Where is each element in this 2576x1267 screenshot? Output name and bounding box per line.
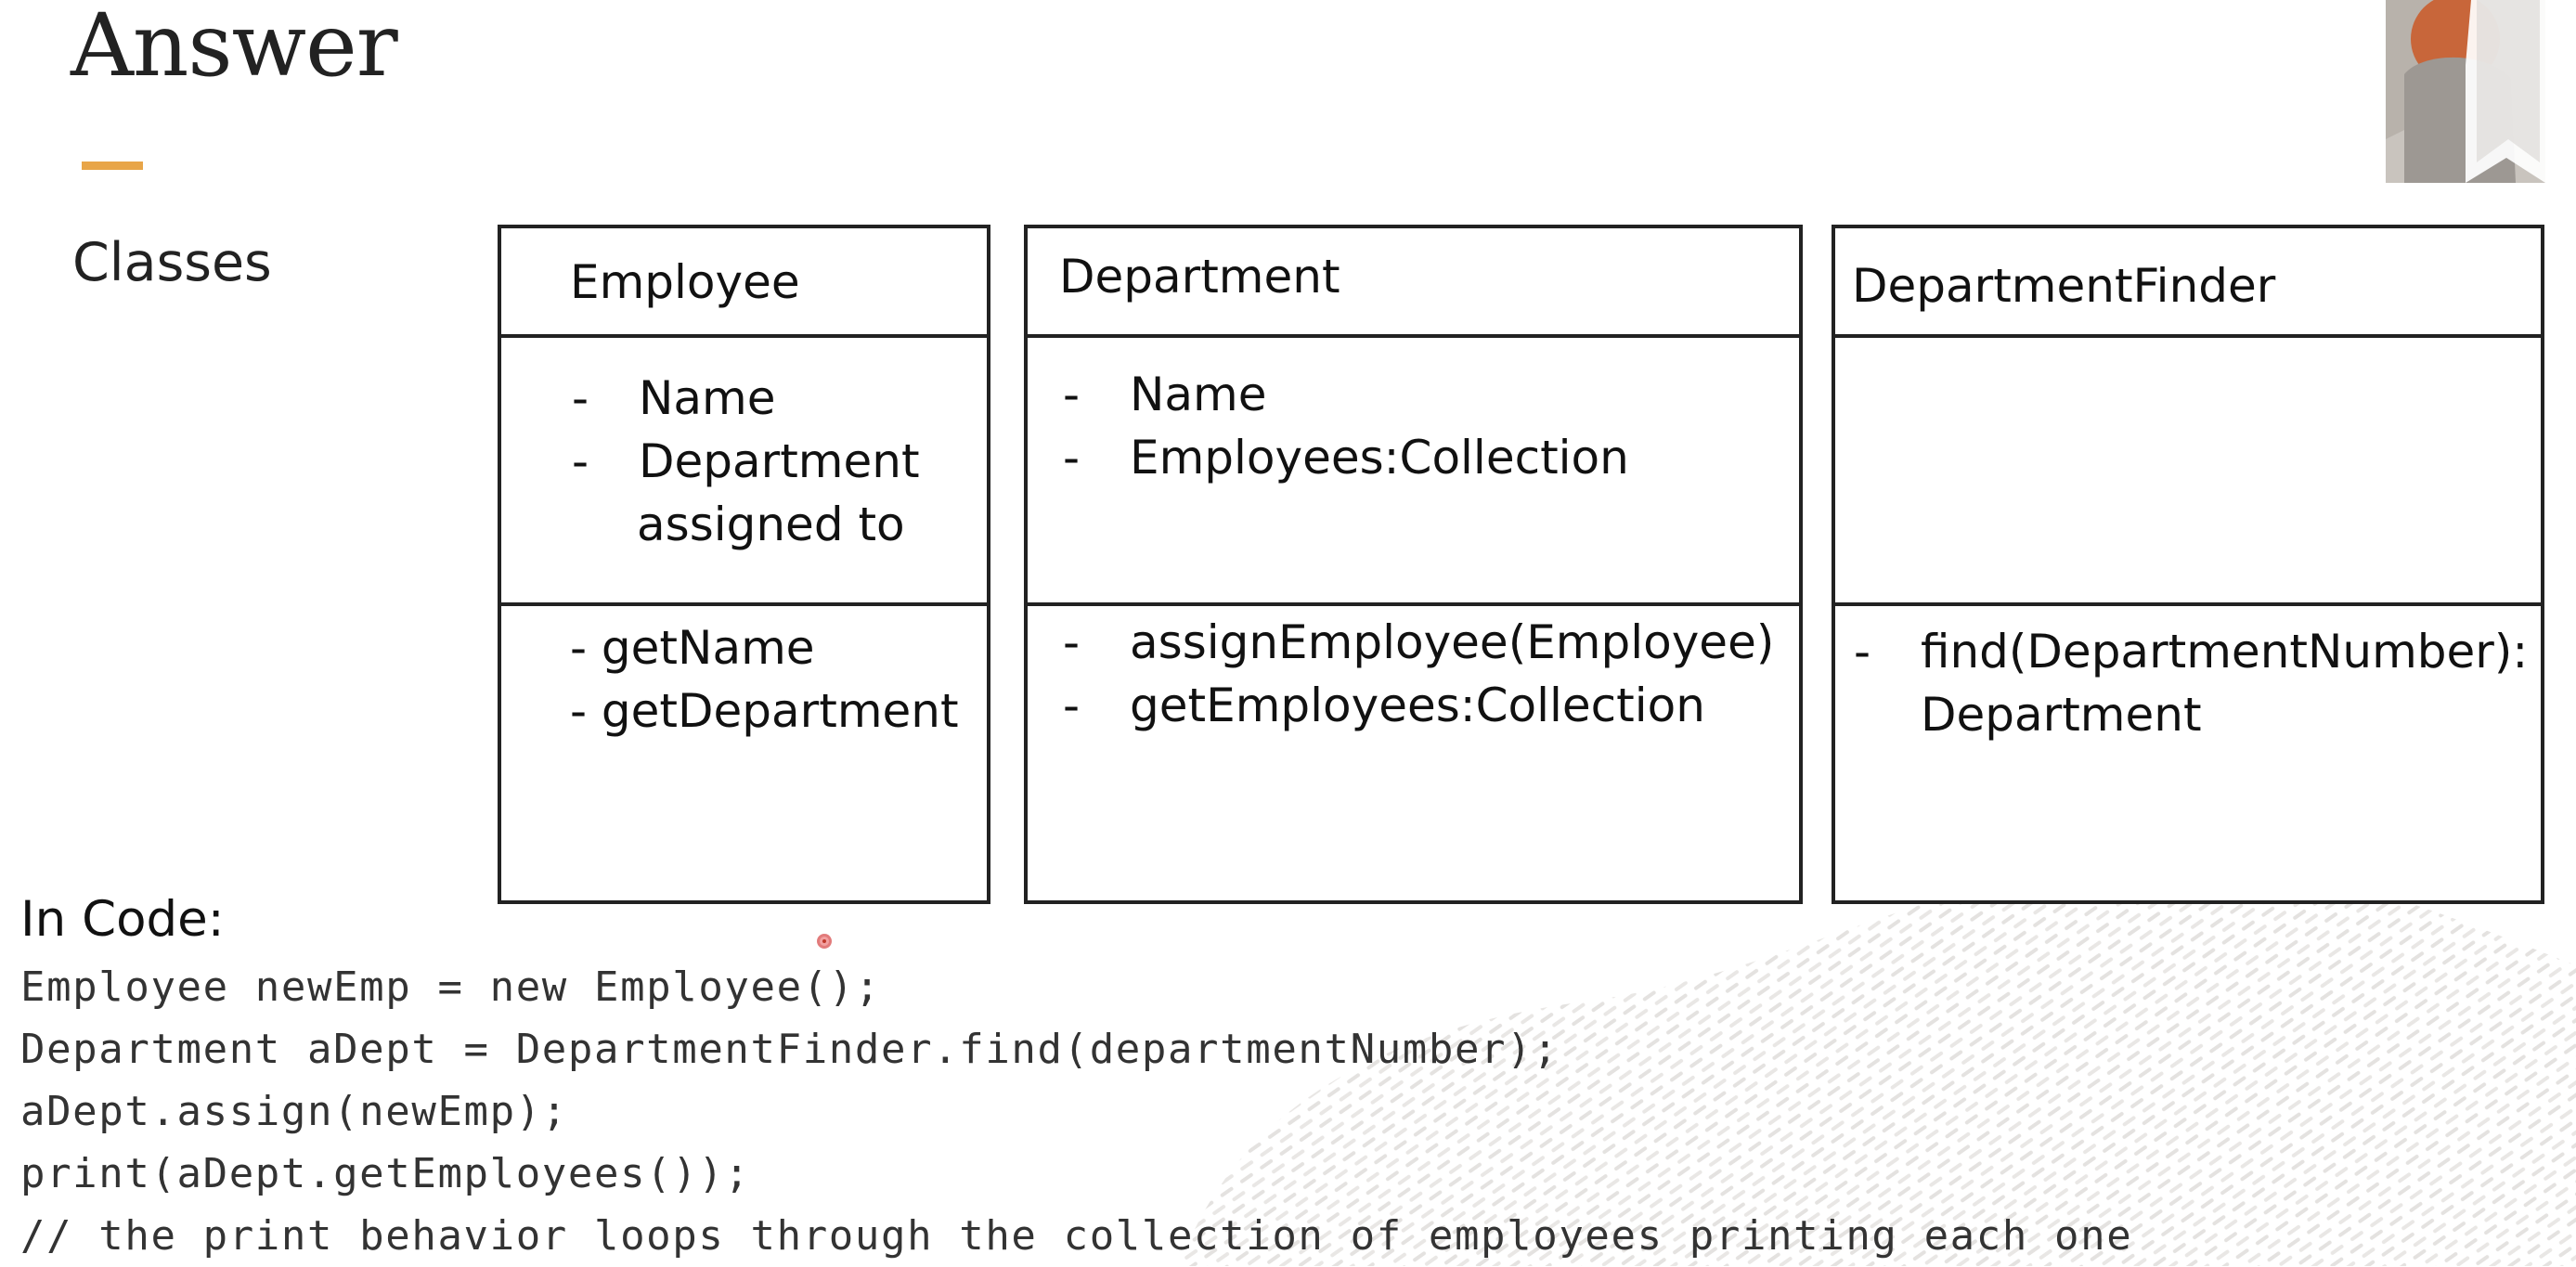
class-methods: - getName - getDepartment [501, 606, 987, 900]
class-name: Department [1059, 250, 1340, 304]
method-text: assignEmployee(Employee) [1130, 615, 1775, 669]
list-dash: - [572, 371, 589, 425]
class-attributes: - Name - Department assigned to [501, 338, 987, 606]
list-dash: - [1063, 431, 1081, 485]
method-item: - getDepartment [570, 684, 959, 738]
method-item: - assignEmployee(Employee) [1063, 612, 1774, 674]
code-line: // the print behavior loops through the … [20, 1212, 2133, 1260]
attribute-text: assigned to [637, 498, 905, 551]
attribute-text: Name [639, 371, 776, 425]
presenter-thumbnail-logo [2386, 0, 2545, 183]
class-name-row: Employee [501, 228, 987, 338]
class-name: Employee [570, 255, 800, 309]
class-attributes: - Name - Employees:Collection [1028, 338, 1799, 606]
method-item: - getEmployees:Collection [1063, 675, 1705, 737]
list-dash: - [572, 434, 589, 488]
method-item: - find(DepartmentNumber): [1854, 621, 2528, 683]
attribute-text: Employees:Collection [1130, 431, 1629, 485]
code-block: Employee newEmp = new Employee(); Departm… [20, 956, 2132, 1267]
class-attributes [1835, 338, 2541, 606]
method-text: find(DepartmentNumber): [1921, 625, 2529, 679]
code-line: Employee newEmp = new Employee(); [20, 963, 881, 1011]
method-item: - getName [570, 621, 815, 675]
attribute-item: - Employees:Collection [1063, 427, 1629, 489]
list-dash: - [1063, 368, 1081, 421]
list-dash: - [1063, 679, 1081, 732]
class-name-row: DepartmentFinder [1835, 228, 2541, 338]
method-text: Department [1921, 688, 2202, 742]
method-item: Department [1921, 684, 2202, 746]
attribute-item: - Name [572, 368, 776, 430]
code-line: print(aDept.getEmployees()); [20, 1150, 751, 1197]
attribute-text: Department [639, 434, 920, 488]
class-box-employee: Employee - Name - Department assigned to… [498, 225, 990, 904]
method-text: getEmployees:Collection [1130, 679, 1705, 732]
slide-title: Answer [71, 0, 398, 97]
list-dash: - [1854, 625, 1871, 679]
code-heading: In Code: [20, 891, 225, 948]
attribute-item: assigned to [637, 494, 905, 556]
attribute-item: - Department [572, 431, 920, 493]
classes-label: Classes [72, 232, 272, 293]
title-accent-bar [82, 162, 143, 170]
class-box-department: Department - Name - Employees:Collection… [1024, 225, 1803, 904]
class-name: DepartmentFinder [1852, 259, 2276, 313]
class-methods: - find(DepartmentNumber): Department [1835, 606, 2541, 900]
code-line: Department aDept = DepartmentFinder.find… [20, 1026, 1560, 1073]
code-line: aDept.assign(newEmp); [20, 1088, 568, 1135]
class-name-row: Department [1028, 228, 1799, 338]
list-dash: - [1063, 615, 1081, 669]
class-methods: - assignEmployee(Employee) - getEmployee… [1028, 606, 1799, 900]
pointer-dot-icon [817, 934, 832, 949]
class-box-department-finder: DepartmentFinder - find(DepartmentNumber… [1832, 225, 2544, 904]
attribute-text: Name [1130, 368, 1267, 421]
attribute-item: - Name [1063, 364, 1267, 426]
